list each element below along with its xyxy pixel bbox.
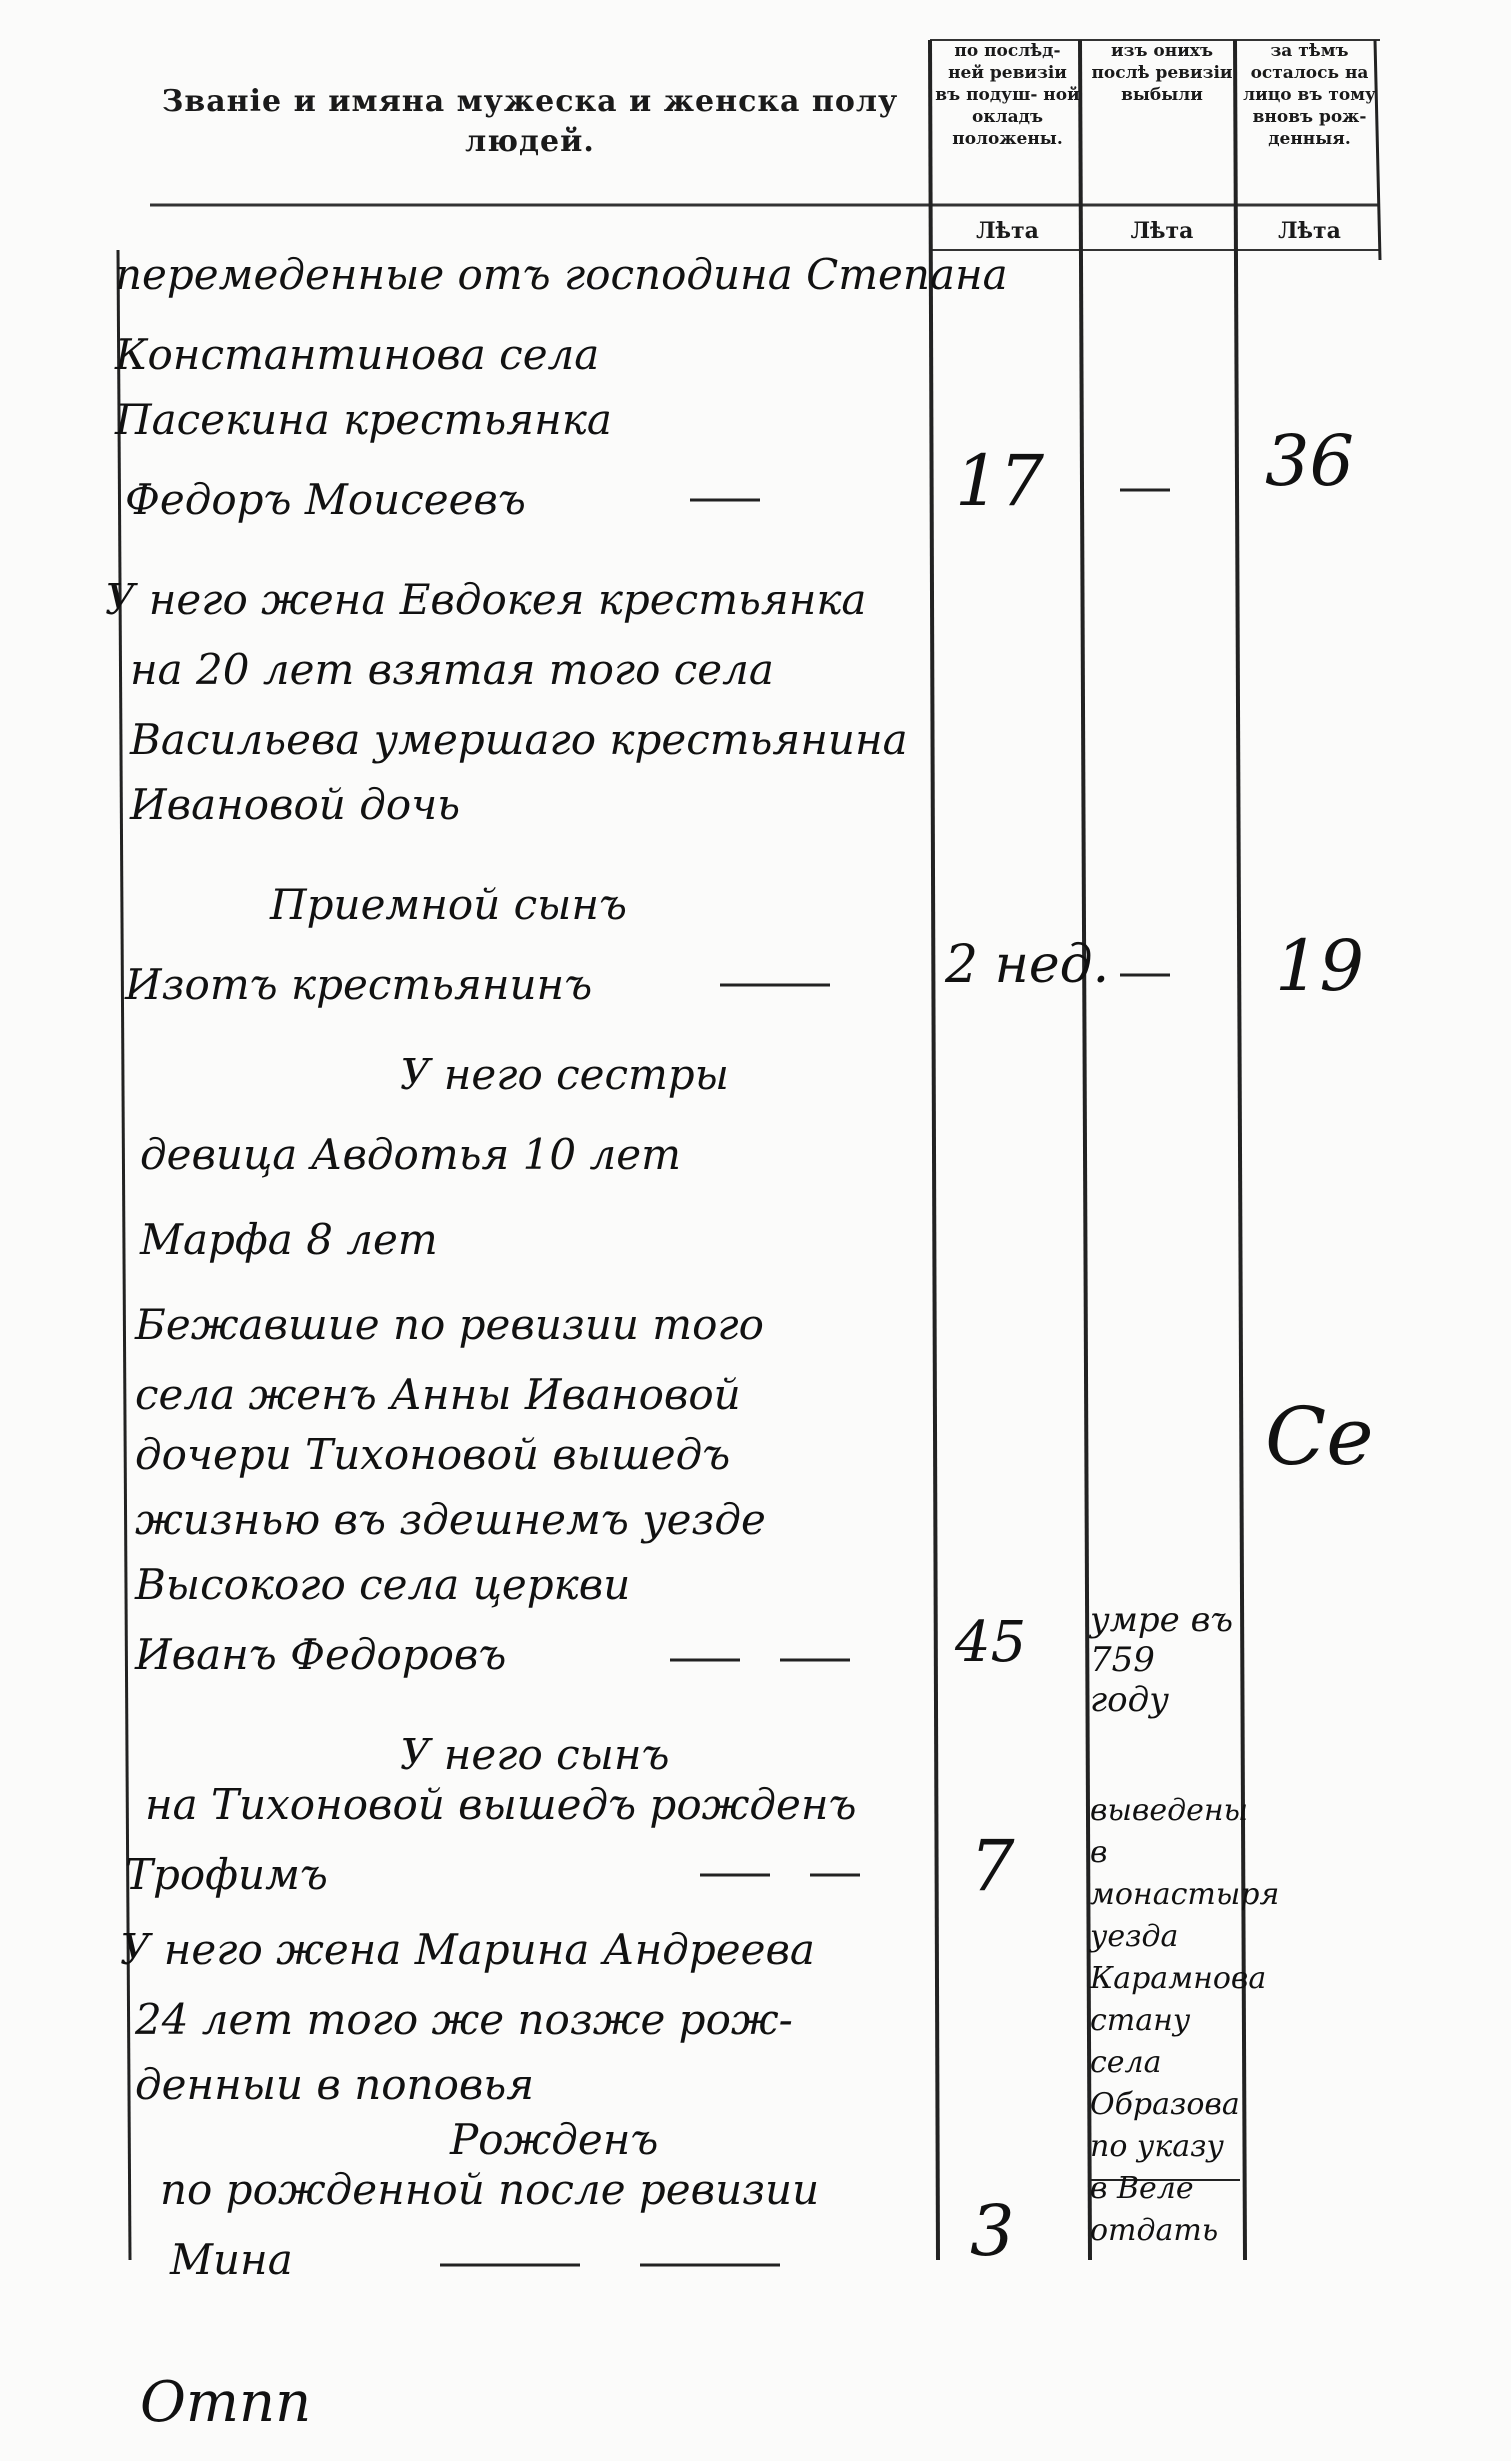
entry-age-col1: 7: [970, 1825, 1015, 1907]
entry-line: села женъ Анны Ивановой: [135, 1370, 741, 1419]
entry-line: девица Авдотья 10 лет: [140, 1130, 681, 1179]
entry-line: Мина: [170, 2235, 293, 2284]
entry-age-col3: 19: [1275, 925, 1365, 1007]
entry-line: перемеденные отъ господина Степана: [115, 250, 1008, 299]
entry-line: Приемной сынъ: [270, 880, 627, 929]
entry-death-note: умре въ 759 году: [1090, 1600, 1234, 1720]
entry-line: Иванъ Федоровъ: [135, 1630, 507, 1679]
entry-age-col1: 3: [970, 2190, 1015, 2272]
entry-age-col1: 45: [955, 1610, 1027, 1675]
entry-line: Константинова села: [115, 330, 600, 379]
entry-age-col1: 2 нед.: [945, 935, 1110, 995]
entry-line: Изотъ крестьянинъ: [125, 960, 593, 1009]
entry-line: Бежавшие по ревизии того: [135, 1300, 764, 1349]
entry-line: Марфа 8 лет: [140, 1215, 438, 1264]
column-head-remaining: за тѣмъ осталось на лицо въ тому вновъ р…: [1243, 41, 1376, 149]
entry-line: по рожденной после ревизии: [160, 2165, 820, 2214]
unit-label-col3: Лѣта: [1278, 218, 1341, 244]
entry-line: Трофимъ: [125, 1850, 328, 1899]
entry-line: на 20 лет взятая того села: [130, 645, 774, 694]
entry-age-col3: 36: [1265, 420, 1355, 502]
entry-line: Ивановой дочь: [130, 780, 461, 829]
entry-line: У него жена Евдокея крестьянка: [105, 575, 867, 624]
entry-line: Высокого села церкви: [135, 1560, 631, 1609]
side-note: выведены в монастыря уезда Карамнова ста…: [1090, 1793, 1280, 2248]
entry-line: У него сынъ: [400, 1730, 670, 1779]
entry-line: Васильева умершаго крестьянина: [130, 715, 908, 764]
entry-line: на Тихоновой вышедъ рожденъ: [145, 1780, 857, 1829]
entry-line: Пасекина крестьянка: [115, 395, 612, 444]
margin-mark: Се: [1265, 1390, 1374, 1483]
column-head-last-revision: по послѣд- ней ревизiи въ подуш- ной окл…: [935, 41, 1080, 149]
unit-label-col1: Лѣта: [976, 218, 1039, 244]
entry-line: Федоръ Моисеевъ: [125, 475, 526, 524]
entry-line: жизнью въ здешнемъ уезде: [135, 1495, 766, 1544]
entry-line: У него жена Марина Андреева: [120, 1925, 815, 1974]
entry-line: 24 лет того же позже рож-: [135, 1995, 793, 2044]
unit-label-col2: Лѣта: [1130, 218, 1194, 244]
column-title-names: Званiе и имяна мужеска и женска полу люд…: [161, 84, 899, 159]
entry-line: У него сестры: [400, 1050, 729, 1099]
footer-signature: Отпп: [140, 2370, 312, 2435]
entry-line: Рожденъ: [450, 2115, 659, 2164]
column-head-departed: изъ онихъ послѣ ревизiи выбыли: [1091, 41, 1233, 105]
entry-age-col1: 17: [955, 440, 1045, 522]
entry-line: денныи в поповья: [135, 2060, 534, 2109]
entry-line: дочери Тихоновой вышедъ: [135, 1430, 731, 1479]
